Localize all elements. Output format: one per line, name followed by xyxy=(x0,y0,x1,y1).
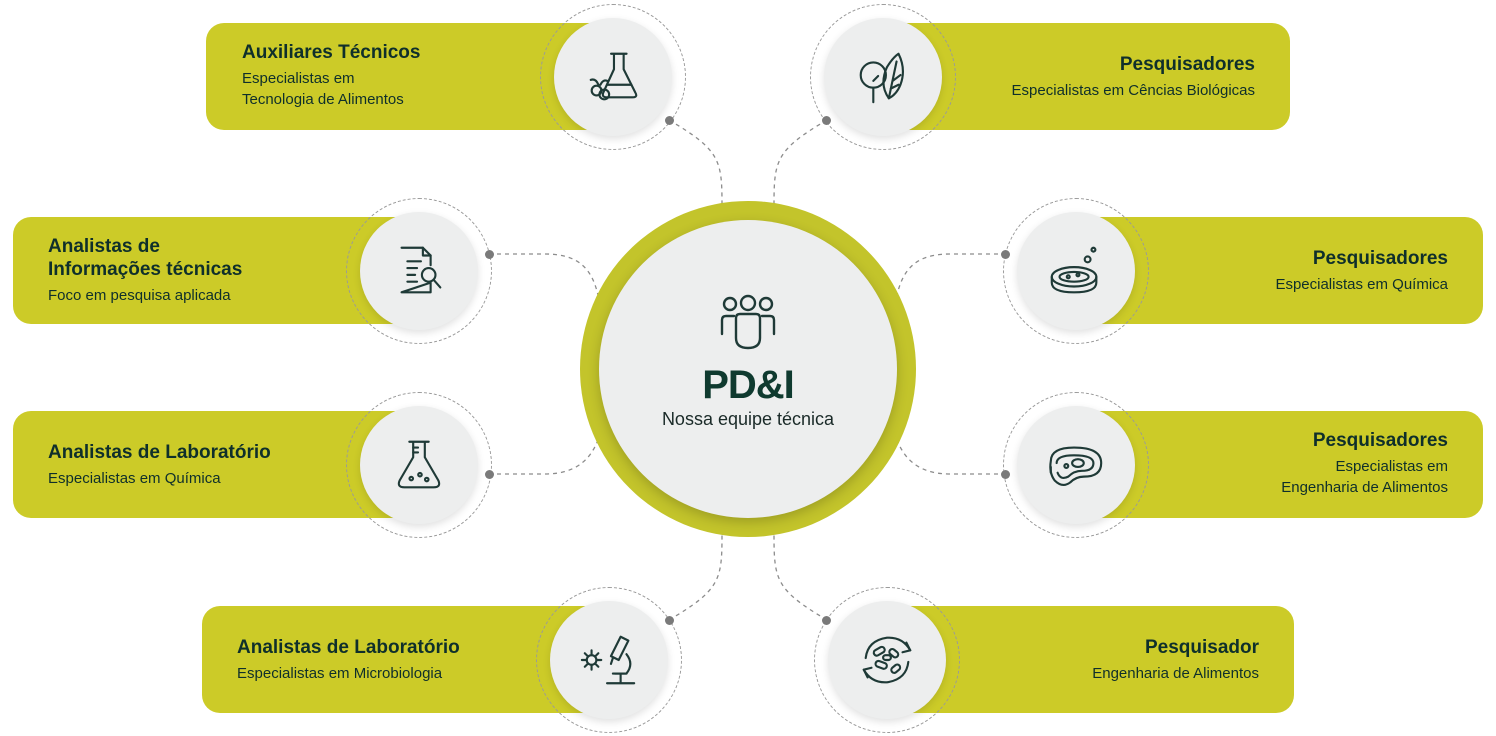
connector-line xyxy=(773,119,828,206)
dashed-ring xyxy=(346,198,492,344)
center-circle: PD&I Nossa equipe técnica xyxy=(599,220,897,518)
connector-dot xyxy=(822,616,831,625)
role-subtitle: Especialistas em Tecnologia de Alimentos xyxy=(242,70,404,108)
role-title: Analistas de Informações técnicas xyxy=(48,236,243,280)
microscope-virus-icon xyxy=(550,601,668,719)
dashed-ring xyxy=(814,587,960,733)
connector-line xyxy=(773,534,828,621)
connector-dot xyxy=(1001,250,1010,259)
connector-dot xyxy=(822,116,831,125)
bacteria-cycle-icon xyxy=(828,601,946,719)
role-title: Auxiliares Técnicos xyxy=(242,42,421,63)
connector-line xyxy=(896,439,1006,475)
team-icon xyxy=(720,294,776,350)
role-title: Pesquisadores xyxy=(1119,54,1255,75)
connector-line xyxy=(489,439,599,475)
connector-line xyxy=(489,253,599,296)
role-subtitle: Especialistas em Microbiologia xyxy=(237,665,443,682)
role-title: Pesquisadores xyxy=(1312,248,1448,269)
role-title: Analistas de Laboratório xyxy=(48,442,271,463)
connector-line xyxy=(668,119,723,206)
petri-dish-icon xyxy=(1017,212,1135,330)
dashed-ring xyxy=(1003,392,1149,538)
role-title: Pesquisador xyxy=(1144,637,1259,658)
center-title: PD&I xyxy=(702,363,795,407)
role-subtitle: Especialistas em Cências Biológicas xyxy=(1011,82,1255,99)
connector-dot xyxy=(1001,470,1010,479)
flask-with-fruit-icon xyxy=(554,18,672,136)
dashed-ring xyxy=(540,4,686,150)
connector-dot xyxy=(485,470,494,479)
connector-line xyxy=(896,253,1006,296)
document-search-icon xyxy=(360,212,478,330)
role-subtitle: Especialistas em Química xyxy=(48,470,221,487)
tree-leaf-icon xyxy=(824,18,942,136)
role-subtitle: Especialistas em Engenharia de Alimentos xyxy=(1281,458,1448,496)
connector-line xyxy=(668,534,723,621)
role-title: Analistas de Laboratório xyxy=(237,637,460,658)
dashed-ring xyxy=(1003,198,1149,344)
role-title: Pesquisadores xyxy=(1312,430,1448,451)
dashed-ring xyxy=(810,4,956,150)
dashed-ring xyxy=(536,587,682,733)
dashed-ring xyxy=(346,392,492,538)
role-subtitle: Foco em pesquisa aplicada xyxy=(48,287,231,304)
connector-dot xyxy=(665,116,674,125)
connector-dot xyxy=(665,616,674,625)
role-subtitle: Engenharia de Alimentos xyxy=(1092,665,1259,682)
role-subtitle: Especialistas em Química xyxy=(1275,276,1448,293)
steak-icon xyxy=(1017,406,1135,524)
center-subtitle: Nossa equipe técnica xyxy=(661,409,835,429)
flask-icon xyxy=(360,406,478,524)
connector-dot xyxy=(485,250,494,259)
